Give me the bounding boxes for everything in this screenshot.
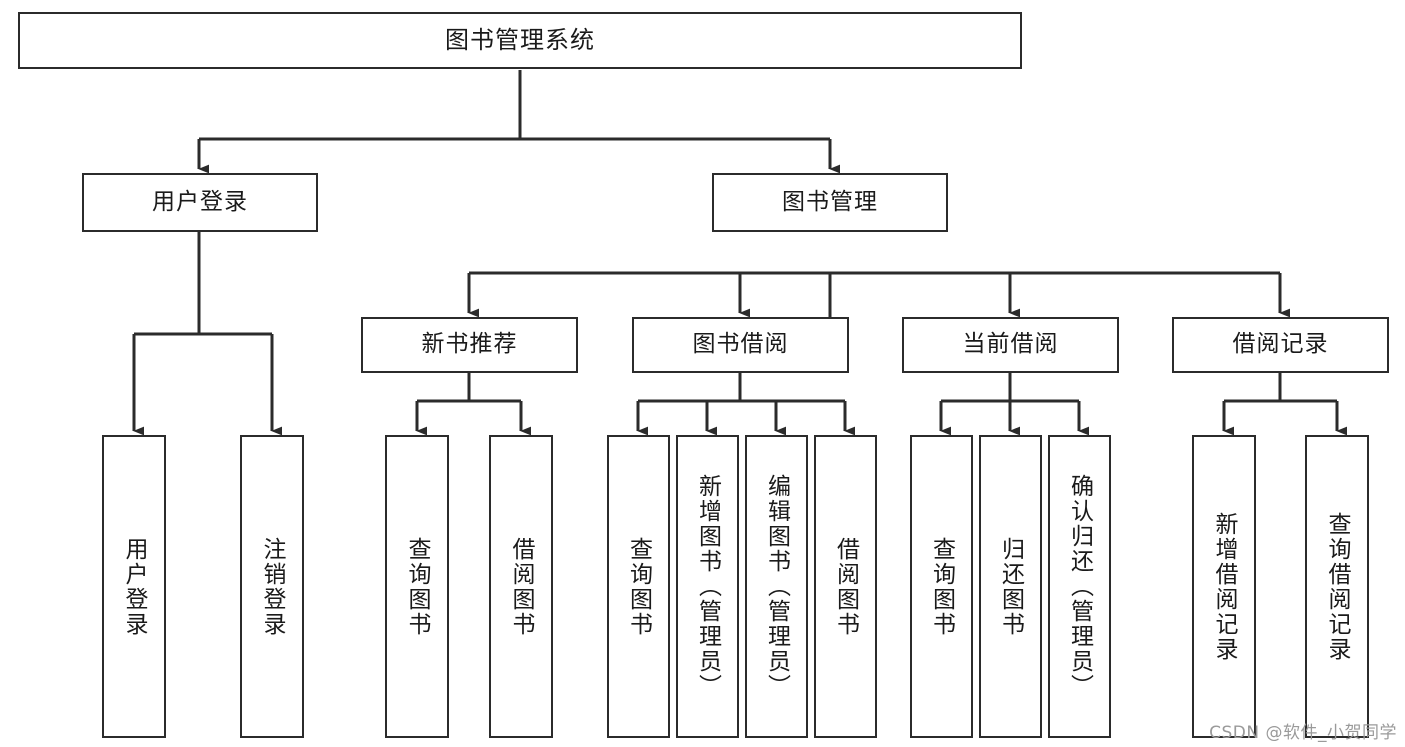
node-label: 查询图书	[625, 536, 652, 637]
node-label: 编辑图书（管理员）	[763, 474, 790, 699]
node-book-manage[interactable]: 图书管理	[712, 173, 948, 232]
node-label: 用户登录	[152, 188, 248, 215]
node-current-borrow[interactable]: 当前借阅	[902, 317, 1119, 373]
node-label: 新增借阅记录	[1211, 511, 1238, 662]
node-leaf-query-book-2[interactable]: 查询图书	[607, 435, 670, 738]
node-leaf-add-record[interactable]: 新增借阅记录	[1192, 435, 1256, 738]
node-book-borrow[interactable]: 图书借阅	[632, 317, 849, 373]
node-label: 注销登录	[259, 536, 286, 637]
node-leaf-borrow-book-1[interactable]: 借阅图书	[489, 435, 553, 738]
node-leaf-query-record[interactable]: 查询借阅记录	[1305, 435, 1369, 738]
node-borrow-record[interactable]: 借阅记录	[1172, 317, 1389, 373]
node-label: 用户登录	[121, 536, 148, 637]
node-leaf-return-book[interactable]: 归还图书	[979, 435, 1042, 738]
node-label: 确认归还（管理员）	[1066, 474, 1093, 699]
node-label: 新书推荐	[421, 331, 518, 358]
node-label: 新增图书（管理员）	[694, 474, 721, 699]
node-root-book-management-system[interactable]: 图书管理系统	[18, 12, 1022, 69]
node-leaf-user-login[interactable]: 用户登录	[102, 435, 166, 738]
node-leaf-borrow-book-2[interactable]: 借阅图书	[814, 435, 877, 738]
node-label: 图书管理	[782, 188, 878, 215]
node-label: 借阅记录	[1232, 331, 1329, 358]
node-label: 归还图书	[997, 536, 1024, 637]
node-label: 图书管理系统	[445, 26, 595, 55]
node-new-book-recommend[interactable]: 新书推荐	[361, 317, 578, 373]
node-leaf-add-book[interactable]: 新增图书（管理员）	[676, 435, 739, 738]
node-leaf-user-logout[interactable]: 注销登录	[240, 435, 304, 738]
node-label: 当前借阅	[962, 331, 1059, 358]
node-leaf-confirm-return[interactable]: 确认归还（管理员）	[1048, 435, 1111, 738]
node-label: 借阅图书	[508, 536, 535, 637]
node-leaf-edit-book[interactable]: 编辑图书（管理员）	[745, 435, 808, 738]
node-leaf-query-book-3[interactable]: 查询图书	[910, 435, 973, 738]
node-label: 查询图书	[404, 536, 431, 637]
node-label: 查询借阅记录	[1324, 511, 1351, 662]
csdn-watermark: CSDN @软件_小贺同学	[1209, 723, 1397, 743]
node-leaf-query-book-1[interactable]: 查询图书	[385, 435, 449, 738]
node-label: 借阅图书	[832, 536, 859, 637]
node-user-login[interactable]: 用户登录	[82, 173, 318, 232]
node-label: 图书借阅	[692, 331, 789, 358]
node-label: 查询图书	[928, 536, 955, 637]
